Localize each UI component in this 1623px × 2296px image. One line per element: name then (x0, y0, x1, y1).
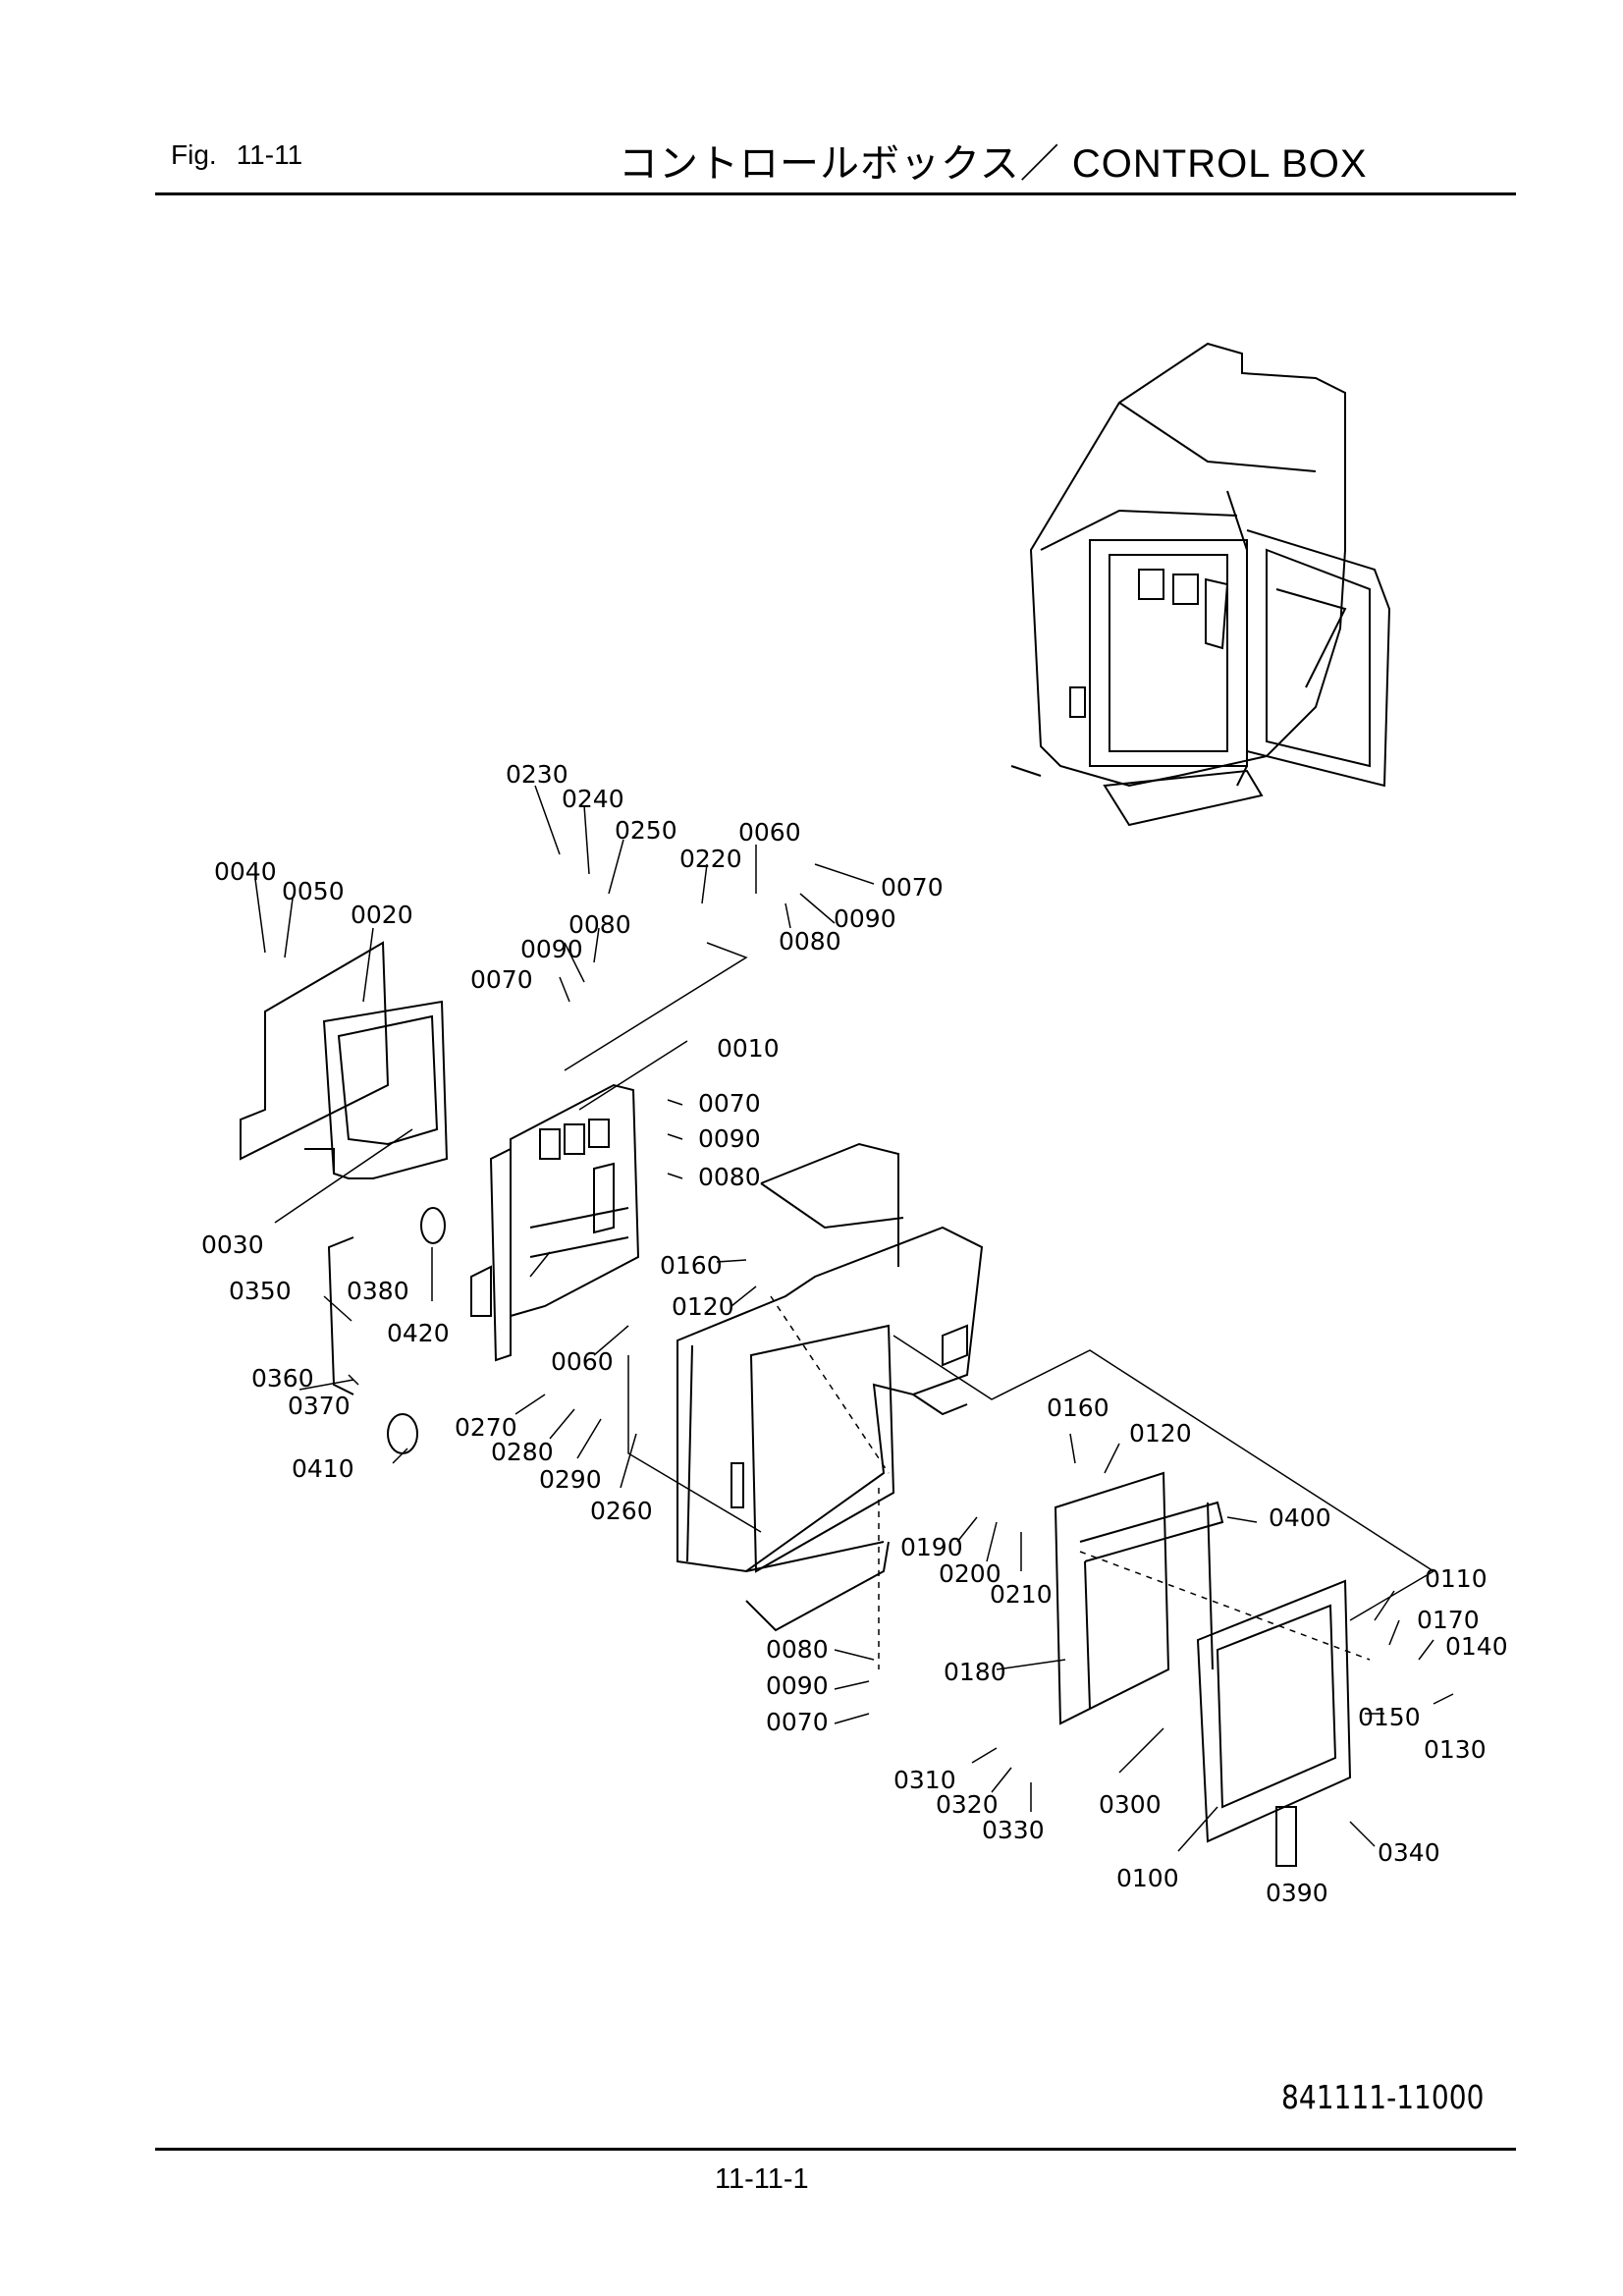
callout-label: 0310 (893, 1766, 956, 1794)
callout-label: 0040 (214, 857, 277, 886)
cabinet-housing (676, 1142, 984, 1632)
figure-label: Fig. 11-11 (171, 139, 322, 171)
callout-label: 0410 (292, 1454, 354, 1483)
callout-label: 0210 (990, 1580, 1053, 1609)
callout-label: 0150 (1358, 1703, 1421, 1731)
fig-prefix: Fig. (171, 139, 217, 170)
callout-label: 0010 (717, 1034, 780, 1063)
callout-label: 0390 (1266, 1879, 1328, 1907)
footer-rule (155, 2148, 1516, 2151)
callout-label: 0130 (1424, 1735, 1487, 1764)
callout-label: 0090 (698, 1124, 761, 1153)
callout-label: 0030 (201, 1230, 264, 1259)
callout-label: 0050 (282, 877, 345, 905)
assembled-view (1010, 342, 1391, 827)
callout-label: 0380 (347, 1277, 409, 1305)
callout-label: 0290 (539, 1465, 602, 1494)
callout-label: 0180 (944, 1658, 1006, 1686)
callout-label: 0360 (251, 1364, 314, 1393)
panel-0010 (470, 1083, 640, 1362)
door-panel-0180 (1054, 1471, 1224, 1725)
callout-label: 0330 (982, 1816, 1045, 1844)
door-frame-0100 (1196, 1579, 1352, 1867)
callout-label: 0220 (679, 845, 742, 873)
callout-label: 0120 (672, 1292, 734, 1321)
callout-label: 0270 (455, 1413, 517, 1442)
ring-0420 (420, 1207, 446, 1244)
callout-label: 0020 (351, 901, 413, 929)
callout-label: 0090 (766, 1671, 829, 1700)
callout-label: 0110 (1425, 1564, 1488, 1593)
callout-label: 0160 (660, 1251, 723, 1280)
callout-label: 0400 (1269, 1503, 1331, 1532)
leader-lines (254, 785, 1454, 1852)
ring-0410 (387, 1413, 418, 1454)
assembly-lines (564, 942, 1435, 1621)
alignment-lines (770, 1295, 1371, 1669)
callout-label: 0070 (766, 1708, 829, 1736)
callout-label: 0340 (1378, 1838, 1440, 1867)
callout-label: 0200 (939, 1559, 1001, 1588)
callout-label: 0100 (1116, 1864, 1179, 1892)
header-rule (155, 192, 1516, 195)
callout-label: 0320 (936, 1790, 999, 1819)
callout-label: 0370 (288, 1392, 351, 1420)
cover-plate-0020 (240, 941, 449, 1179)
callout-label: 0120 (1129, 1419, 1192, 1448)
page-title: コントロールボックス／ CONTROL BOX (619, 142, 1368, 186)
callout-label: 0160 (1047, 1394, 1109, 1422)
callout-label: 0240 (562, 785, 624, 813)
hose-0350 (327, 1236, 354, 1395)
callout-label: 0070 (698, 1089, 761, 1118)
callout-label: 0060 (738, 818, 801, 847)
callout-label: 0350 (229, 1277, 292, 1305)
callout-label: 0170 (1417, 1606, 1480, 1634)
callout-label: 0190 (900, 1533, 963, 1561)
callout-label: 0090 (834, 904, 896, 933)
callout-label: 0080 (779, 927, 841, 956)
callout-label: 0080 (568, 910, 631, 939)
callout-label: 0140 (1445, 1632, 1508, 1661)
callout-label: 0060 (551, 1347, 614, 1376)
callout-label: 0280 (491, 1438, 554, 1466)
callout-label: 0070 (881, 873, 944, 902)
callout-label: 0250 (615, 816, 677, 845)
callout-label: 0080 (766, 1635, 829, 1664)
callout-label: 0260 (590, 1497, 653, 1525)
drawing-number: 841111-11000 (1281, 2078, 1485, 2116)
page-number: 11-11-1 (715, 2163, 809, 2195)
callout-label: 0420 (387, 1319, 450, 1347)
callout-labels: 0230 0240 0250 0060 0220 0070 0040 0050 … (201, 760, 1508, 1907)
callout-label: 0230 (506, 760, 568, 789)
callout-label: 0300 (1099, 1790, 1162, 1819)
callout-label: 0070 (470, 965, 533, 994)
callout-label: 0080 (698, 1163, 761, 1191)
callout-label: 0090 (520, 935, 583, 963)
fig-number: 11-11 (236, 139, 303, 170)
